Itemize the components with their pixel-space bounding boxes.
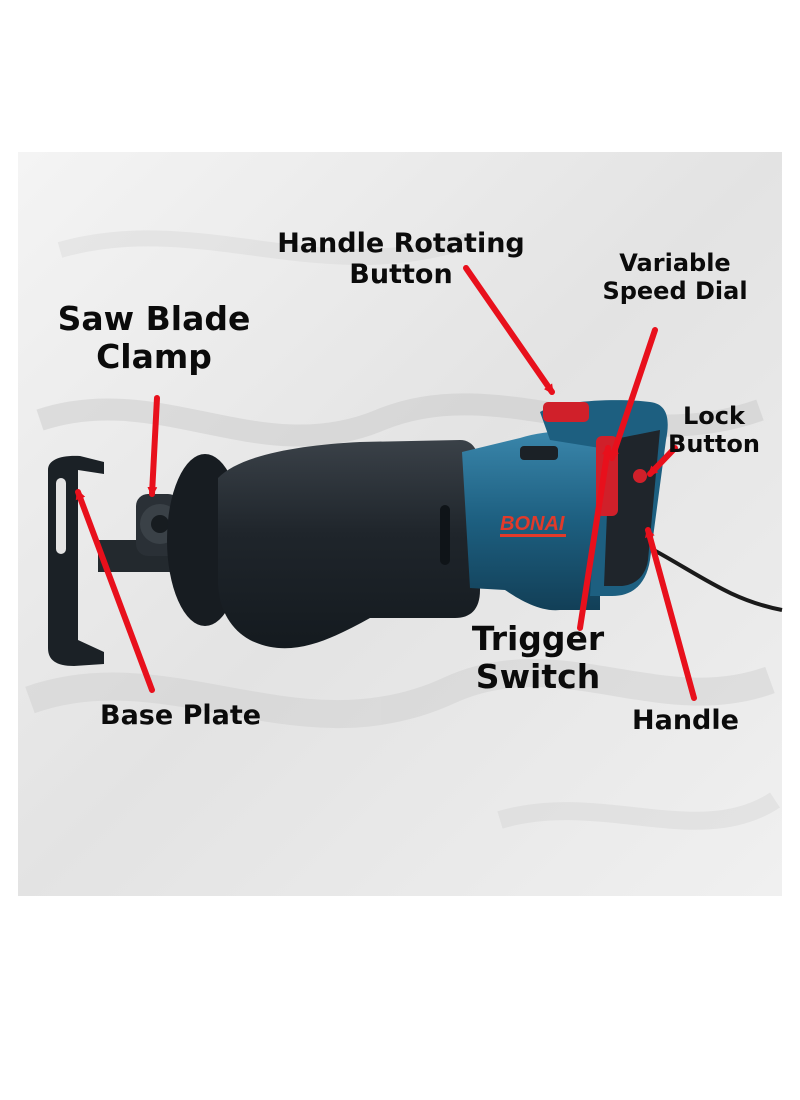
label-variable-speed-dial: Variable Speed Dial	[596, 249, 754, 305]
callout-arrows	[75, 265, 697, 701]
label-line: Handle Rotating	[277, 228, 525, 259]
handle-rotating-button-shape	[543, 402, 589, 422]
label-base-plate: Base Plate	[100, 700, 262, 731]
grip-slot	[440, 505, 450, 565]
label-line: Trigger	[471, 619, 605, 658]
lock-button-shape	[633, 469, 647, 483]
label-line: Saw Blade	[57, 299, 251, 338]
label-line: Variable	[619, 249, 731, 277]
arrow-handle-rotating-button	[463, 265, 555, 395]
power-cord	[649, 546, 783, 612]
arrow-base-plate	[75, 489, 155, 693]
housing-vent	[520, 446, 558, 460]
label-line: Lock	[683, 402, 745, 430]
arrow-variable-speed-dial	[609, 327, 658, 461]
arrow-saw-blade-clamp	[147, 395, 160, 497]
arrow-handle	[645, 527, 697, 701]
label-line: Switch	[475, 656, 601, 696]
brand-logo: BONAI	[500, 513, 566, 537]
base-plate-shape	[48, 455, 104, 666]
arrow-lock-button	[647, 445, 678, 477]
label-line: Button	[668, 429, 760, 458]
label-line: Button	[349, 259, 453, 291]
brand-underline	[500, 534, 566, 537]
brand-logo-text: BONAI	[500, 513, 565, 535]
label-handle-rotating-button: Handle Rotating Button	[270, 228, 532, 290]
label-handle: Handle	[632, 705, 739, 736]
front-grip	[218, 440, 480, 649]
label-line: Speed Dial	[602, 276, 748, 305]
motor-housing	[462, 431, 600, 611]
label-trigger-switch: Trigger Switch	[456, 620, 620, 696]
arrow-trigger-switch	[577, 445, 612, 631]
label-lock-button: Lock Button	[664, 402, 764, 458]
label-line: Clamp	[96, 336, 212, 376]
label-saw-blade-clamp: Saw Blade Clamp	[54, 300, 254, 376]
